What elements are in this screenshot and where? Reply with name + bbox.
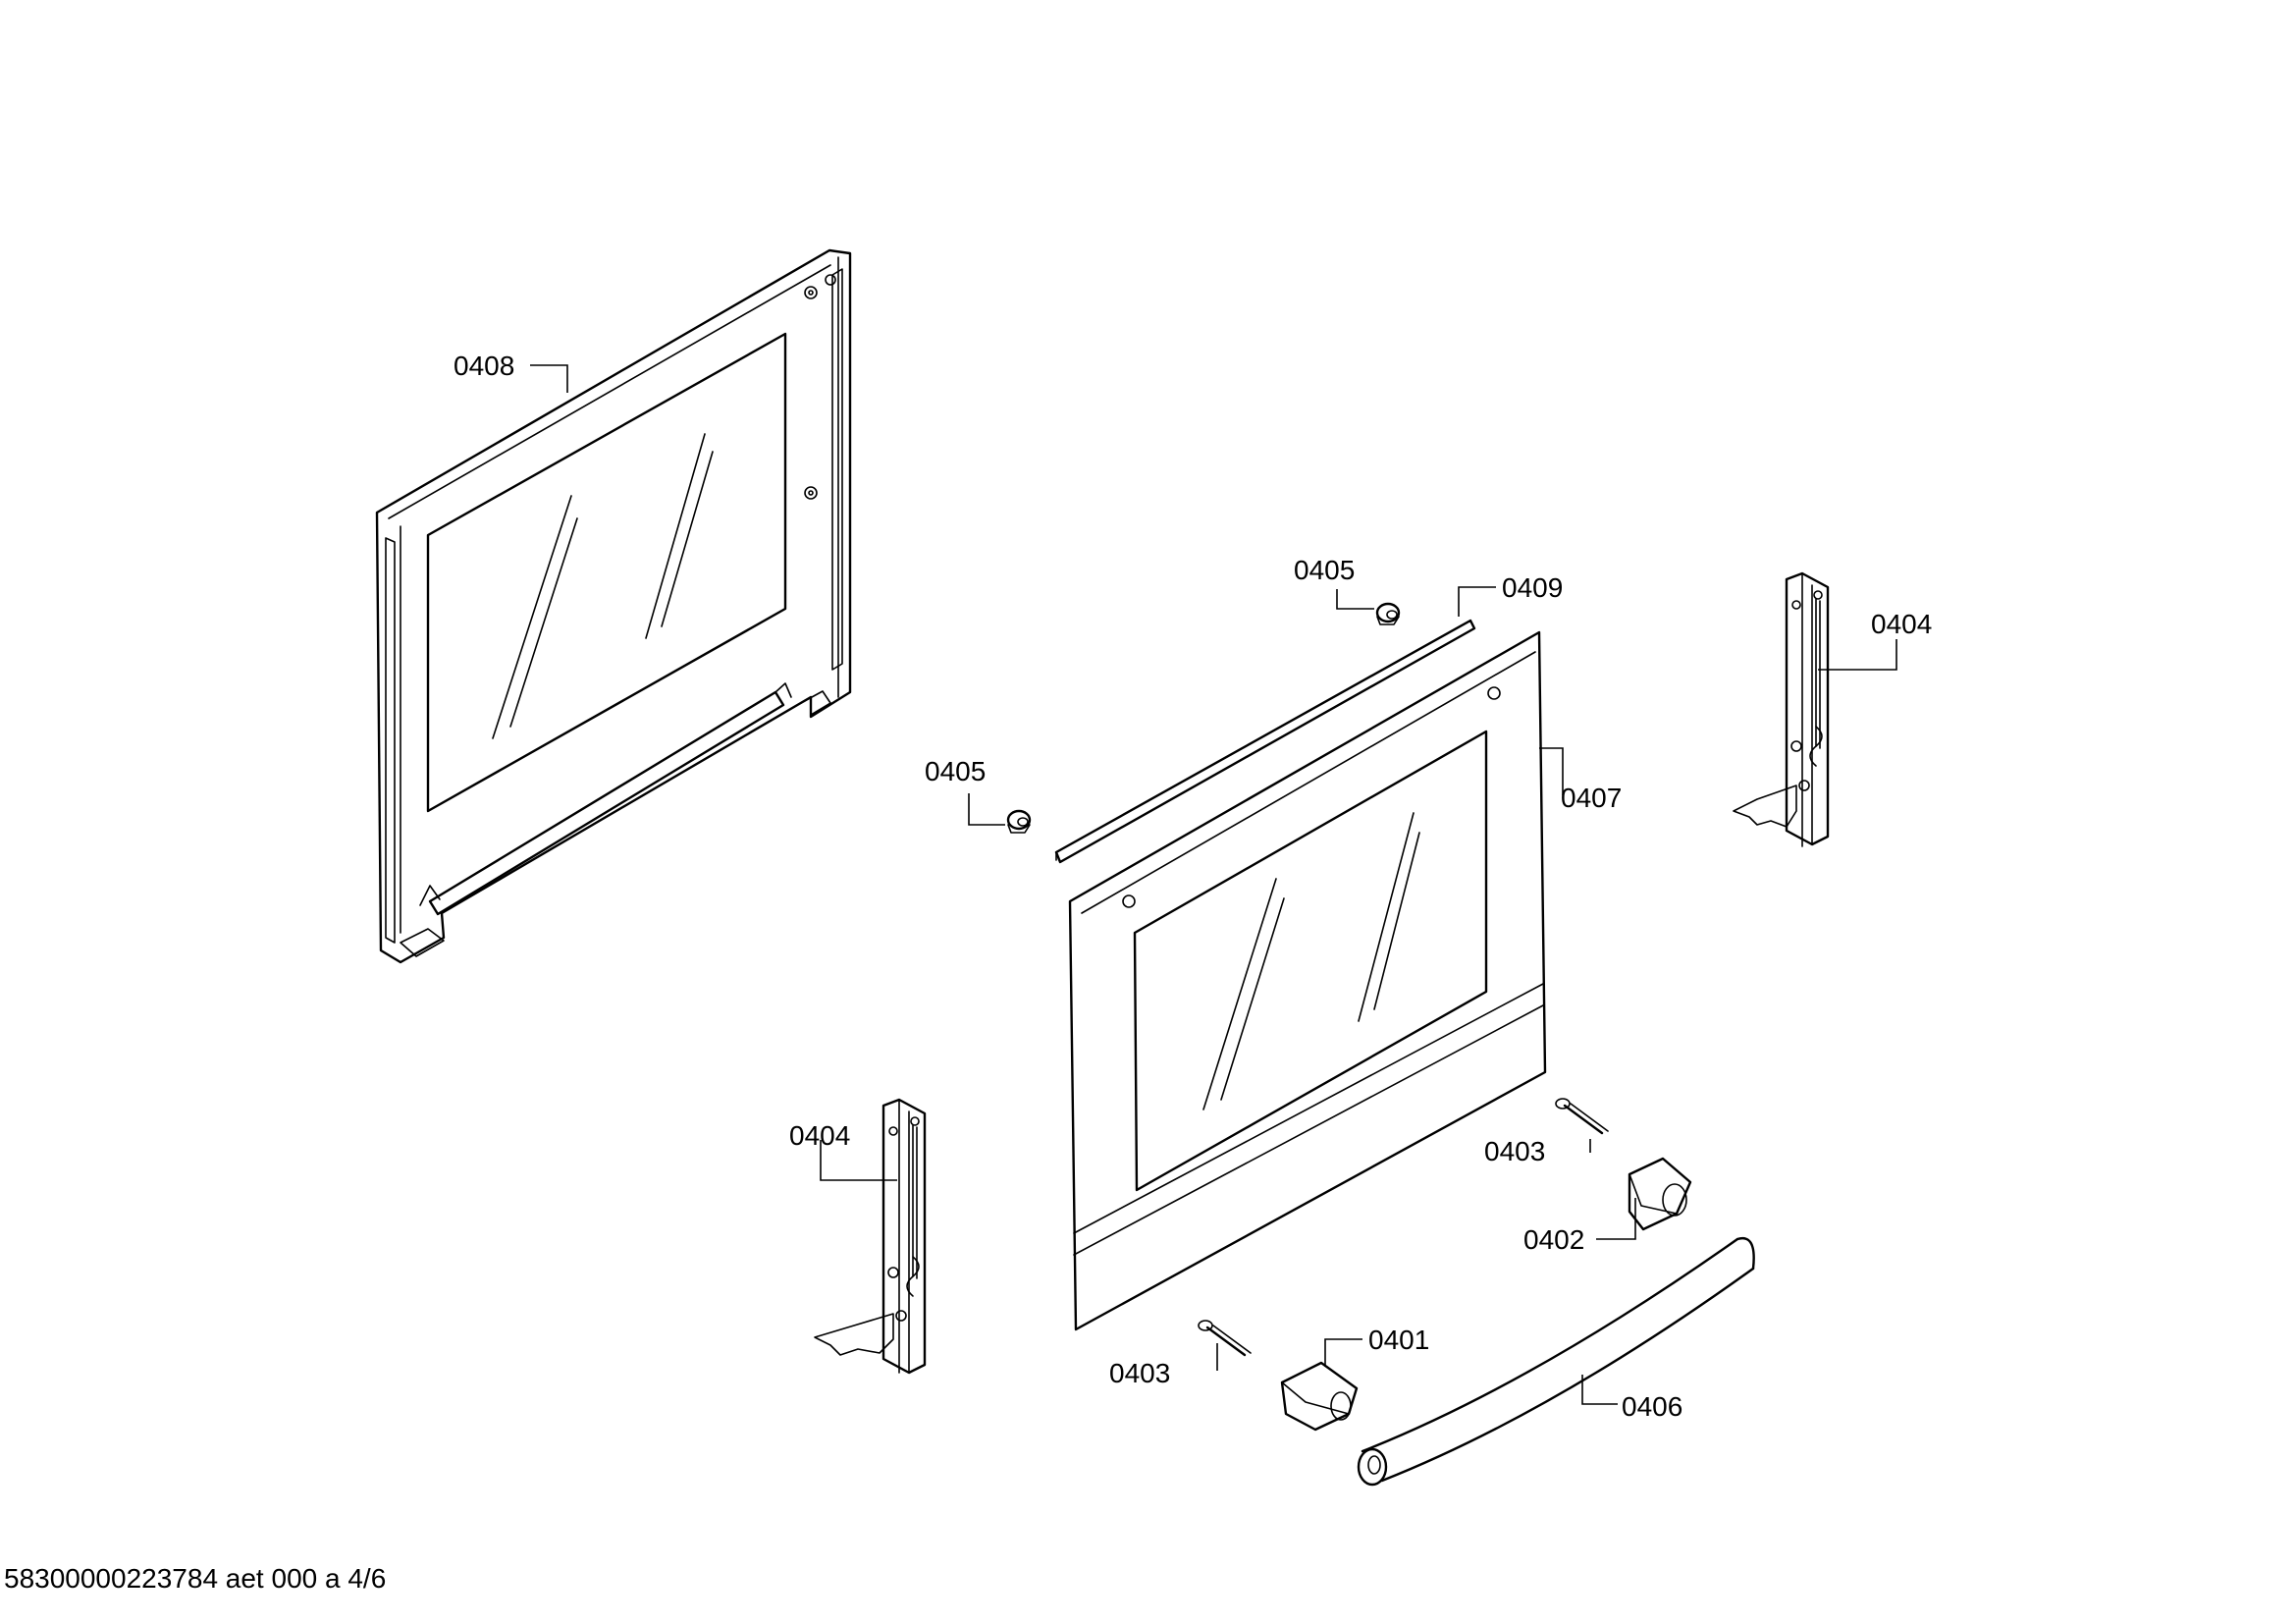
buffer-top (1375, 602, 1401, 625)
inner-door-panel (375, 248, 852, 964)
buffer-left (1006, 809, 1032, 834)
handle-bracket-right (1628, 1157, 1692, 1231)
screw-left (1198, 1320, 1252, 1357)
label-0403-left: 0403 (1109, 1358, 1170, 1388)
hinge-left (814, 1098, 927, 1375)
leader-lines (530, 364, 1897, 1405)
label-0403-right: 0403 (1484, 1136, 1545, 1166)
hinge-right (1733, 571, 1830, 847)
label-0401: 0401 (1368, 1325, 1429, 1355)
part-labels: 0408 0405 0409 0404 0405 0407 0404 0403 … (454, 351, 1932, 1422)
label-0405-left: 0405 (925, 756, 986, 786)
label-0408: 0408 (454, 351, 514, 381)
label-0402: 0402 (1523, 1224, 1584, 1255)
handle-bar (1357, 1236, 1755, 1487)
label-0405-top: 0405 (1294, 555, 1355, 585)
outer-door-glass (1068, 630, 1547, 1331)
label-0409: 0409 (1502, 572, 1563, 603)
handle-bracket-left (1280, 1361, 1359, 1432)
label-0404-right: 0404 (1871, 609, 1932, 639)
label-0407: 0407 (1561, 783, 1622, 813)
document-footer: 58300000223784 aet 000 a 4/6 (4, 1563, 387, 1594)
label-0404-left: 0404 (789, 1120, 850, 1151)
seal-strip (1054, 619, 1476, 864)
label-0406: 0406 (1622, 1391, 1682, 1422)
screw-right (1555, 1098, 1609, 1135)
